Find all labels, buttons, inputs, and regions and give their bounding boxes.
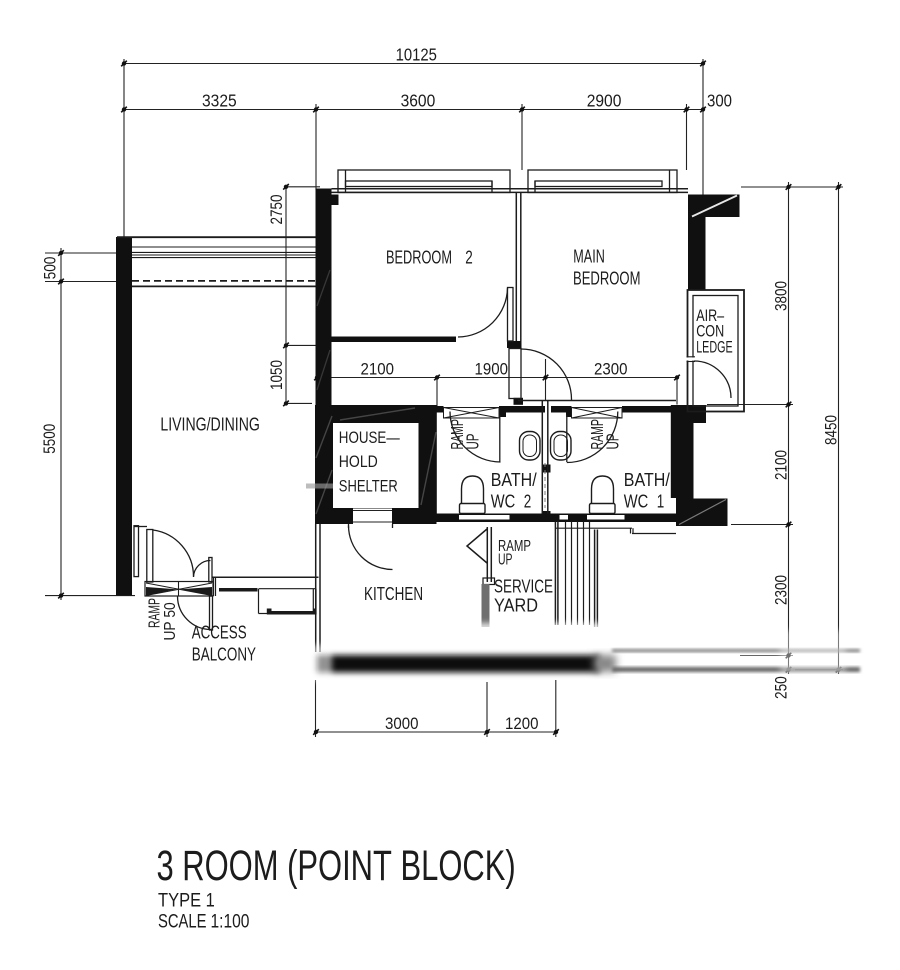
svg-text:5500: 5500 xyxy=(42,424,59,454)
svg-text:UP 50: UP 50 xyxy=(161,602,179,640)
svg-text:WC: WC xyxy=(624,491,649,512)
svg-text:3325: 3325 xyxy=(202,90,237,110)
svg-text:3600: 3600 xyxy=(401,90,436,110)
svg-text:AIR–: AIR– xyxy=(696,308,725,326)
svg-text:2: 2 xyxy=(524,493,532,512)
svg-text:1:100: 1:100 xyxy=(211,910,250,932)
svg-text:BEDROOM: BEDROOM xyxy=(386,248,452,268)
svg-text:YARD: YARD xyxy=(494,595,538,616)
svg-text:RAMP: RAMP xyxy=(588,419,607,449)
svg-text:RAMP: RAMP xyxy=(145,598,163,628)
svg-text:300: 300 xyxy=(707,91,732,110)
svg-text:2100: 2100 xyxy=(773,450,790,480)
svg-text:HOLD: HOLD xyxy=(339,453,378,472)
svg-text:500: 500 xyxy=(42,257,60,280)
svg-text:SCALE: SCALE xyxy=(158,911,207,932)
svg-text:2100: 2100 xyxy=(361,360,395,379)
svg-text:2900: 2900 xyxy=(587,90,622,110)
svg-text:3800: 3800 xyxy=(773,281,790,311)
svg-text:3000: 3000 xyxy=(385,714,419,733)
svg-text:250: 250 xyxy=(772,676,790,699)
svg-text:2750: 2750 xyxy=(269,195,286,225)
svg-text:8450: 8450 xyxy=(823,415,840,445)
svg-text:BALCONY: BALCONY xyxy=(192,646,256,665)
svg-text:2: 2 xyxy=(465,249,473,268)
svg-text:1200: 1200 xyxy=(505,714,539,733)
svg-text:1: 1 xyxy=(657,493,665,512)
svg-text:RAMP: RAMP xyxy=(448,419,467,449)
svg-text:LEDGE: LEDGE xyxy=(696,337,732,356)
svg-text:KITCHEN: KITCHEN xyxy=(364,585,423,604)
svg-text:TYPE 1: TYPE 1 xyxy=(158,889,215,911)
svg-text:10125: 10125 xyxy=(396,45,437,64)
svg-text:LIVING/DINING: LIVING/DINING xyxy=(160,415,259,435)
svg-text:1900: 1900 xyxy=(475,360,509,379)
svg-text:CON: CON xyxy=(696,323,724,341)
svg-text:WC: WC xyxy=(491,491,516,512)
svg-text:2300: 2300 xyxy=(594,360,628,379)
svg-text:SERVICE: SERVICE xyxy=(494,577,553,597)
svg-text:BATH/: BATH/ xyxy=(624,469,670,490)
svg-text:SHELTER: SHELTER xyxy=(339,477,398,496)
svg-text:RAMP: RAMP xyxy=(498,537,531,554)
svg-text:ACCESS: ACCESS xyxy=(192,624,247,643)
svg-text:3 ROOM (POINT BLOCK): 3 ROOM (POINT BLOCK) xyxy=(157,841,516,889)
svg-text:UP: UP xyxy=(498,550,513,568)
svg-text:2300: 2300 xyxy=(773,575,790,605)
svg-text:UP: UP xyxy=(464,433,483,449)
svg-text:1050: 1050 xyxy=(269,360,286,390)
svg-text:UP: UP xyxy=(604,433,623,449)
svg-text:MAIN: MAIN xyxy=(573,247,604,267)
svg-text:HOUSE—: HOUSE— xyxy=(339,428,401,447)
svg-text:BEDROOM: BEDROOM xyxy=(573,270,640,290)
svg-text:BATH/: BATH/ xyxy=(491,469,537,490)
